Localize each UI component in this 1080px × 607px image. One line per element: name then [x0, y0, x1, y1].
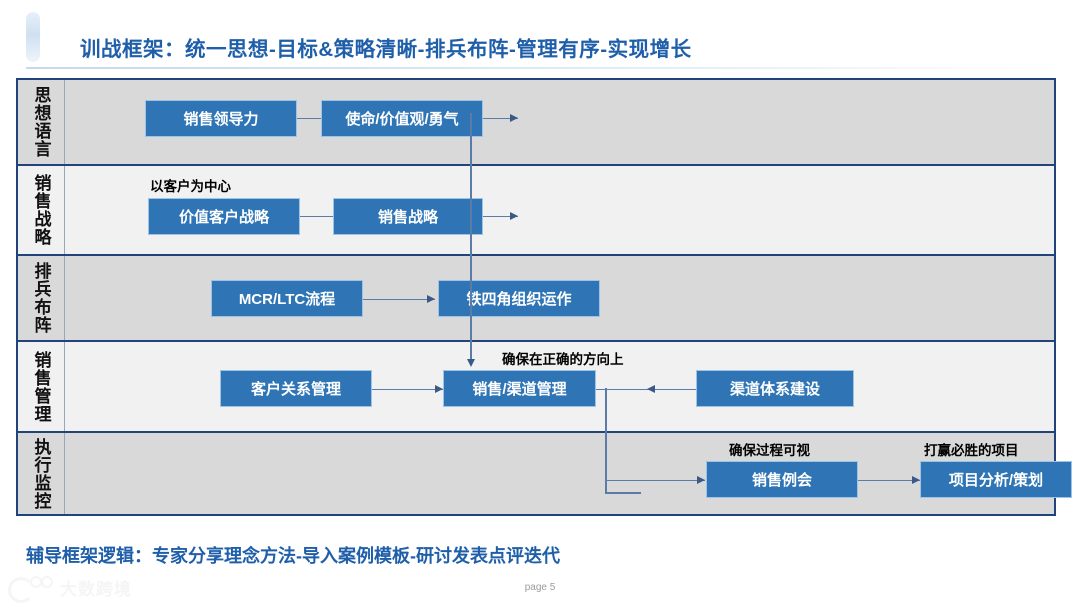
- framework-matrix: 思想语言 销售领导力 使命/价值观/勇气 销售战略 以客户为中心 价值客户战略 …: [16, 78, 1072, 516]
- connector-r2-b: [483, 215, 518, 218]
- connector-r4-a: [372, 388, 444, 391]
- footer-title: 辅导框架逻辑：专家分享理念方法-导入案例模板-研讨发表点评迭代: [26, 546, 560, 566]
- arrowhead-r3-mid: [427, 294, 435, 303]
- watermark-text: 大数跨境: [60, 579, 132, 599]
- row-label-thinking-language: 思想语言: [18, 80, 65, 164]
- node-mcr-ltc-process[interactable]: MCR/LTC流程: [211, 280, 363, 317]
- node-channel-system-building[interactable]: 渠道体系建设: [696, 370, 854, 407]
- arrowhead-r5-right: [912, 475, 920, 484]
- row-body-sales-strategy: 以客户为中心 价值客户战略 销售战略: [64, 166, 1054, 254]
- node-value-customer-strategy[interactable]: 价值客户战略: [148, 198, 300, 235]
- connector-r5-b: [858, 479, 920, 482]
- matrix-row-deployment: 排兵布阵 MCR/LTC流程 铁四角组织运作: [16, 254, 1056, 340]
- row-body-sales-management: 确保在正确的方向上 客户关系管理 销售/渠道管理 渠道体系建设: [64, 342, 1054, 431]
- connector-r2-a: [300, 215, 346, 218]
- matrix-row-thinking-language: 思想语言 销售领导力 使命/价值观/勇气: [16, 78, 1056, 164]
- connector-r3-a: [363, 298, 435, 301]
- row-label-sales-management: 销售管理: [18, 342, 65, 431]
- connector-r1-a: [297, 117, 338, 120]
- node-sales-strategy[interactable]: 销售战略: [333, 198, 483, 235]
- arrowhead-r4-right: [647, 384, 655, 393]
- row-label-sales-strategy: 销售战略: [18, 166, 65, 254]
- row-body-thinking-language: 销售领导力 使命/价值观/勇气: [64, 80, 1054, 164]
- page-title: 训战框架：统一思想-目标&策略清晰-排兵布阵-管理有序-实现增长: [80, 38, 692, 61]
- connector-r4-b: [596, 388, 696, 391]
- caption-right-direction: 确保在正确的方向上: [502, 352, 624, 367]
- node-sales-leadership[interactable]: 销售领导力: [145, 100, 297, 137]
- arrowhead-r1-right: [510, 113, 518, 122]
- watermark-logo: 大数跨境: [8, 572, 158, 603]
- arrowhead-r2-right: [510, 211, 518, 220]
- matrix-row-sales-strategy: 销售战略 以客户为中心 价值客户战略 销售战略: [16, 164, 1056, 254]
- accent-bar-decoration: [26, 12, 40, 62]
- node-customer-relationship-management[interactable]: 客户关系管理: [220, 370, 372, 407]
- title-divider: [26, 67, 1058, 69]
- arrowhead-r5-left: [697, 475, 705, 484]
- matrix-row-execution-monitoring: 执行监控 确保过程可视 打赢必胜的项目 销售例会 项目分析/策划: [16, 431, 1072, 516]
- row-body-execution-monitoring: 确保过程可视 打赢必胜的项目 销售例会 项目分析/策划: [64, 433, 1072, 514]
- connector-r5-a: [605, 479, 705, 482]
- caption-customer-centric: 以客户为中心: [150, 179, 231, 194]
- node-sales-channel-management[interactable]: 销售/渠道管理: [443, 370, 596, 407]
- node-mission-values-courage[interactable]: 使命/价值观/勇气: [321, 100, 483, 137]
- caption-visible-process: 确保过程可视: [729, 443, 810, 458]
- node-sales-regular-meeting[interactable]: 销售例会: [706, 461, 858, 498]
- arrowhead-r4-left: [435, 384, 443, 393]
- page-number: page 5: [524, 582, 556, 593]
- watermark-mark-icon: [8, 575, 54, 603]
- node-iron-triangle-operation[interactable]: 铁四角组织运作: [438, 280, 600, 317]
- row-label-execution-monitoring: 执行监控: [18, 433, 65, 514]
- node-project-analysis-planning[interactable]: 项目分析/策划: [920, 461, 1072, 498]
- row-body-deployment: MCR/LTC流程 铁四角组织运作: [64, 256, 1054, 340]
- row-label-deployment: 排兵布阵: [18, 256, 65, 340]
- matrix-row-sales-management: 销售管理 确保在正确的方向上 客户关系管理 销售/渠道管理 渠道体系建设: [16, 340, 1056, 431]
- caption-win-projects: 打赢必胜的项目: [924, 443, 1019, 458]
- connector-r1-b: [483, 117, 518, 120]
